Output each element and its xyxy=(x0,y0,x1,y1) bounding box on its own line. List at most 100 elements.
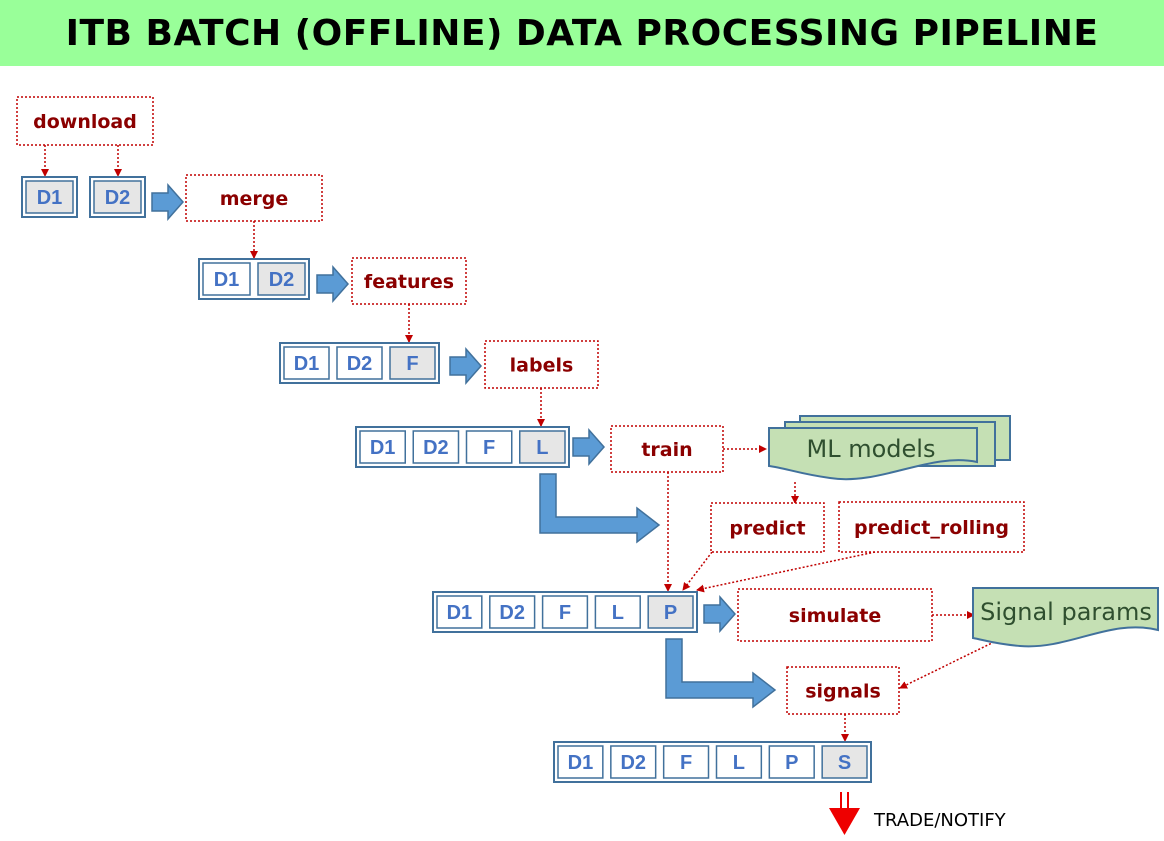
flow-arrow xyxy=(449,347,483,385)
process-labels[interactable]: labels xyxy=(484,340,599,389)
table-cell xyxy=(283,346,330,380)
table-cell-label: F xyxy=(483,437,495,459)
table-cell xyxy=(557,745,604,779)
table-cell-label: F xyxy=(559,602,571,624)
process-box xyxy=(610,425,724,473)
table-cell-label: D1 xyxy=(568,752,594,774)
table-frame xyxy=(553,741,872,783)
output-group: TRADE/NOTIFY xyxy=(829,792,1007,835)
table-cell xyxy=(662,745,710,779)
table-cell-label: F xyxy=(406,353,418,375)
flow-arrow xyxy=(316,265,350,303)
flow-arrow-bent xyxy=(539,473,661,544)
title-bar: ITB BATCH (OFFLINE) DATA PROCESSING PIPE… xyxy=(0,0,1164,66)
table-cell-label: D2 xyxy=(620,752,646,774)
document-front-page xyxy=(768,427,978,481)
table-cell-label: D2 xyxy=(423,437,449,459)
table-cell xyxy=(257,262,306,296)
table-raw-d2: D2 xyxy=(89,176,146,218)
signal-params-document: Signal params xyxy=(972,587,1159,648)
table-cell-label: D2 xyxy=(347,353,373,375)
flow-arrow xyxy=(151,183,185,221)
table-cell xyxy=(359,430,406,464)
table-cell xyxy=(389,346,436,380)
process-box xyxy=(16,96,154,146)
process-label: features xyxy=(364,271,454,293)
process-label: predict_rolling xyxy=(854,517,1009,539)
table-cell xyxy=(436,595,483,629)
process-label: signals xyxy=(805,681,881,703)
flow-connector xyxy=(682,551,713,591)
table-cell xyxy=(594,595,641,629)
ml-models-document: ML models xyxy=(768,415,1011,481)
flow-arrows xyxy=(151,183,777,709)
table-cell-label: D1 xyxy=(294,353,320,375)
process-box xyxy=(737,588,933,642)
table-cell xyxy=(202,262,251,296)
table-merged: D1 D2 xyxy=(198,258,310,300)
process-box xyxy=(786,666,900,715)
table-cell-label: S xyxy=(838,752,851,774)
document-page xyxy=(972,587,1159,648)
table-signals: D1 D2 F L P S xyxy=(553,741,872,783)
table-cell-label: D1 xyxy=(447,602,473,624)
table-cell-label: P xyxy=(785,752,798,774)
table-cell xyxy=(715,745,763,779)
flow-connector xyxy=(899,639,999,689)
table-cell-label: P xyxy=(664,602,677,624)
process-label: train xyxy=(641,439,692,461)
table-cell-label: D2 xyxy=(269,269,295,291)
process-boxes: download merge features labels train predict p… xyxy=(16,96,1025,715)
table-cell xyxy=(412,430,460,464)
process-predict-rolling[interactable]: predict_rolling xyxy=(838,501,1025,553)
signal-params-label: Signal params xyxy=(980,598,1152,626)
flow-arrow xyxy=(703,595,737,633)
process-download[interactable]: download xyxy=(16,96,154,146)
table-cell-label: D1 xyxy=(214,269,240,291)
table-cell xyxy=(519,430,566,464)
table-cell-label: D2 xyxy=(105,187,131,209)
table-features: D1 D2 F xyxy=(279,342,440,384)
process-signals[interactable]: signals xyxy=(786,666,900,715)
output-label: TRADE/NOTIFY xyxy=(873,810,1007,831)
table-cell xyxy=(25,180,74,214)
table-cell xyxy=(489,595,536,629)
process-merge[interactable]: merge xyxy=(185,174,323,222)
process-box xyxy=(710,502,825,553)
table-cell xyxy=(647,595,694,629)
process-label: merge xyxy=(220,188,289,210)
process-box xyxy=(185,174,323,222)
down-arrow-icon xyxy=(829,808,860,835)
table-predictions: D1 D2 F L P xyxy=(432,591,698,633)
table-cell-label: F xyxy=(680,752,692,774)
process-simulate[interactable]: simulate xyxy=(737,588,933,642)
table-cell xyxy=(336,346,383,380)
process-features[interactable]: features xyxy=(351,257,467,305)
table-raw-d1: D1 xyxy=(21,176,78,218)
process-label: simulate xyxy=(789,605,881,627)
table-cell-label: D1 xyxy=(37,187,63,209)
process-train[interactable]: train xyxy=(610,425,724,473)
process-box xyxy=(838,501,1025,553)
flow-arrow-bent xyxy=(665,638,777,709)
process-box xyxy=(484,340,599,389)
table-cell-label: L xyxy=(612,602,624,624)
flow-arrow xyxy=(572,428,606,466)
table-cell-label: L xyxy=(733,752,745,774)
table-cell-label: D2 xyxy=(499,602,525,624)
ml-models-label: ML models xyxy=(807,435,936,463)
connectors xyxy=(41,145,999,742)
table-cell xyxy=(821,745,868,779)
process-label: download xyxy=(33,111,137,133)
process-box xyxy=(351,257,467,305)
table-cell xyxy=(465,430,513,464)
process-label: predict xyxy=(729,518,805,540)
table-cell xyxy=(768,745,815,779)
table-cell xyxy=(610,745,657,779)
process-label: labels xyxy=(510,355,574,377)
process-predict[interactable]: predict xyxy=(710,502,825,553)
